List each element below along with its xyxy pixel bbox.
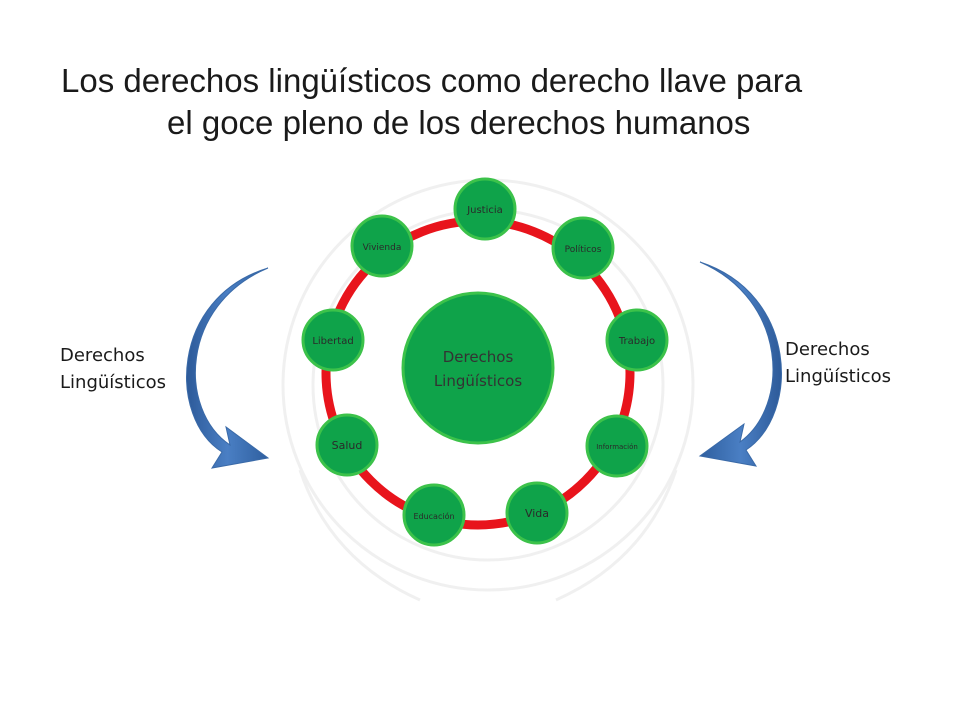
center-node-label-2: Lingüísticos	[434, 372, 523, 390]
slide-title: Los derechos lingüísticos como derecho l…	[40, 60, 920, 144]
node-label: Vivienda	[363, 243, 402, 253]
node-vivienda: Vivienda	[350, 214, 414, 278]
center-node: Derechos Lingüísticos	[401, 291, 555, 445]
left-label-line-1: Derechos	[60, 345, 145, 366]
node-label: Trabajo	[618, 336, 655, 347]
left-curved-arrow	[186, 267, 270, 469]
center-node-label-1: Derechos	[443, 348, 514, 366]
right-label-line-1: Derechos	[785, 339, 870, 360]
node-label: Libertad	[312, 336, 353, 347]
right-side-label: Derechos Lingüísticos	[785, 336, 891, 390]
title-line-1: Los derechos lingüísticos como derecho l…	[61, 62, 803, 99]
node-label: Salud	[332, 439, 363, 452]
left-label-line-2: Lingüísticos	[60, 372, 166, 393]
node-educacion: Educación	[402, 483, 466, 547]
node-salud: Salud	[315, 413, 379, 477]
right-curved-arrow	[698, 261, 782, 467]
node-informacion: Información	[585, 414, 649, 478]
node-politicos: Políticos	[551, 216, 615, 280]
left-side-label: Derechos Lingüísticos	[60, 342, 166, 396]
node-label: Información	[596, 443, 638, 451]
node-label: Vida	[525, 507, 549, 520]
title-line-2: el goce pleno de los derechos humanos	[167, 104, 751, 141]
node-label: Justicia	[466, 205, 503, 216]
node-libertad: Libertad	[301, 308, 365, 372]
node-label: Políticos	[565, 245, 602, 255]
node-label: Educación	[413, 511, 454, 521]
right-label-line-2: Lingüísticos	[785, 366, 891, 387]
node-justicia: Justicia	[453, 177, 517, 241]
node-vida: Vida	[505, 481, 569, 545]
node-trabajo: Trabajo	[605, 308, 669, 372]
